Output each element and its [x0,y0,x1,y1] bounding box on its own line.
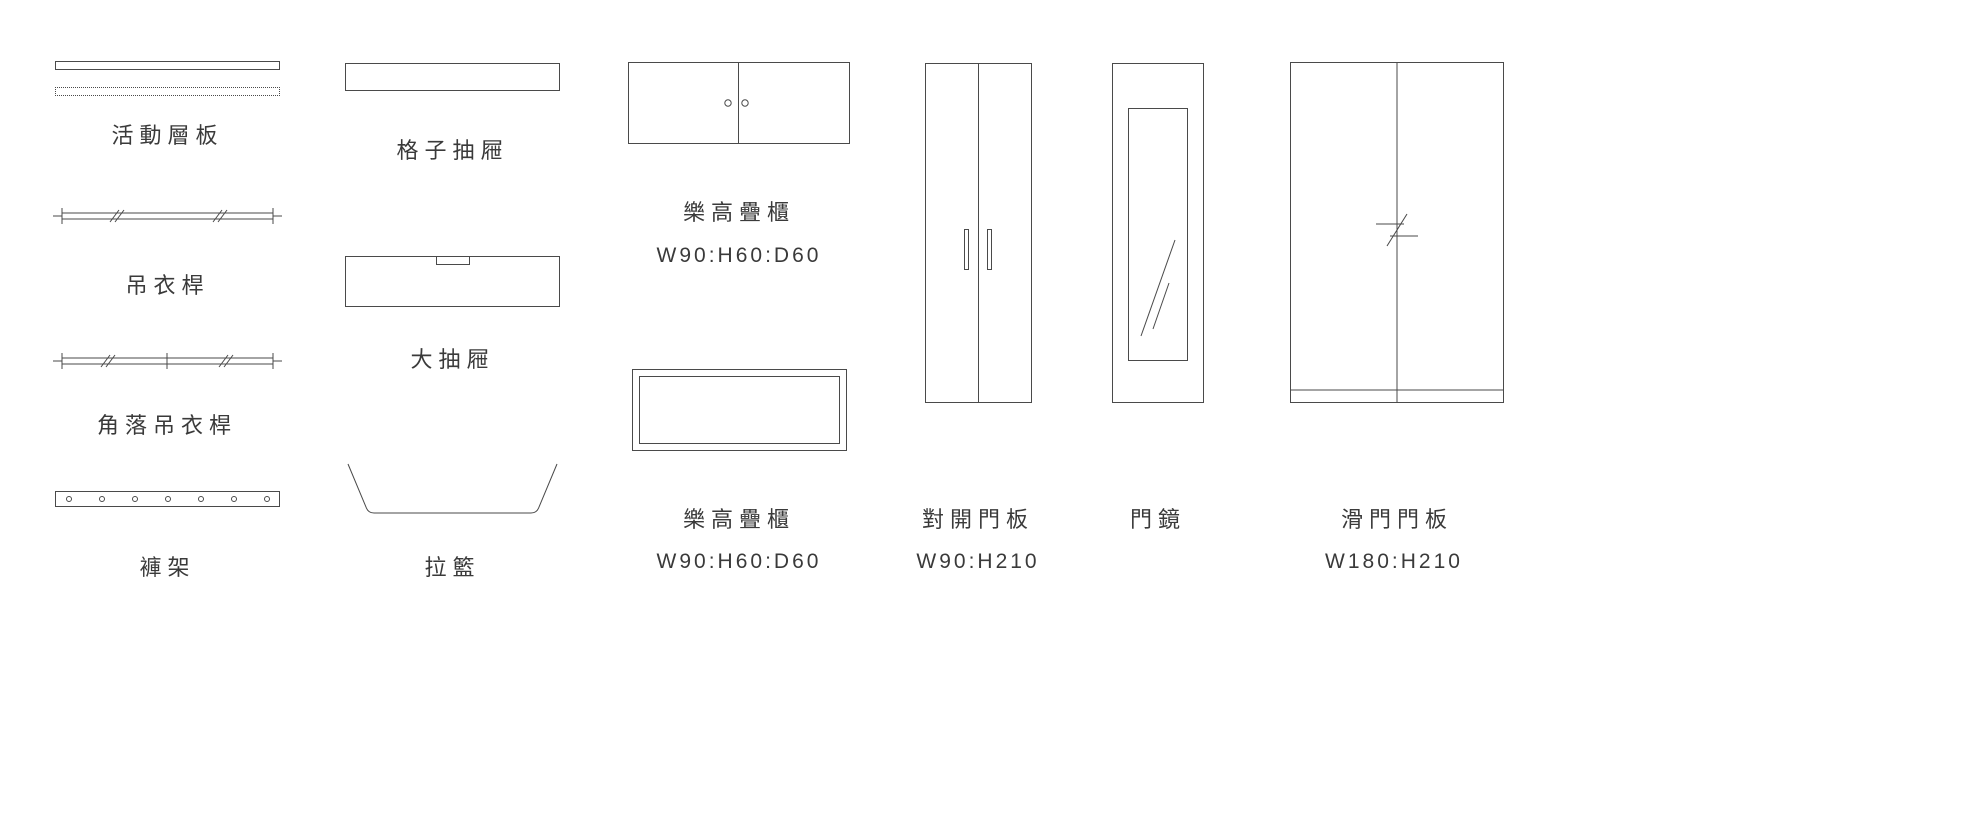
door-mirror-label: 門鏡 [1129,507,1186,532]
lego-stack-cabinet-front-drawing [628,62,850,144]
lego-stack-cabinet-front-label: 樂高疊櫃 [682,200,795,225]
sliding-door-dimensions: W180:H210 [1325,550,1463,573]
corner-hanging-rod-drawing [53,353,282,369]
lego-stack-cabinet-front-dimensions: W90:H60:D60 [656,244,822,267]
lego-stack-cabinet-top-drawing [632,369,847,451]
movable-shelf-dotted-bar-drawing [55,87,280,96]
double-swing-door-drawing [925,63,1032,403]
large-drawer-label: 大抽屜 [410,347,495,372]
hanging-rod-label: 吊衣桿 [125,273,210,298]
double-swing-door-dimensions: W90:H210 [916,550,1040,573]
corner-hanging-rod-label: 角落吊衣桿 [96,413,237,438]
grid-drawer-label: 格子抽屜 [396,138,509,163]
lego-stack-cabinet-top-dimensions: W90:H60:D60 [656,550,822,573]
sliding-door-drawing [1290,62,1504,403]
pants-rack-label: 褲架 [139,555,196,580]
lego-stack-cabinet-top-label: 樂高疊櫃 [682,507,795,532]
movable-shelf-solid-bar-drawing [55,61,280,70]
double-swing-door-label: 對開門板 [921,507,1034,532]
door-mirror-drawing [1112,63,1204,403]
pull-basket-label: 拉籃 [424,555,481,580]
large-drawer-drawing [345,256,560,307]
sliding-door-label: 滑門門板 [1340,507,1453,532]
grid-drawer-drawing [345,63,560,91]
movable-shelf-label: 活動層板 [111,123,224,148]
pants-rack-drawing [55,491,280,507]
hanging-rod-drawing [53,208,282,224]
pull-basket-drawing [347,463,558,514]
large-drawer-handle-notch [435,256,470,265]
